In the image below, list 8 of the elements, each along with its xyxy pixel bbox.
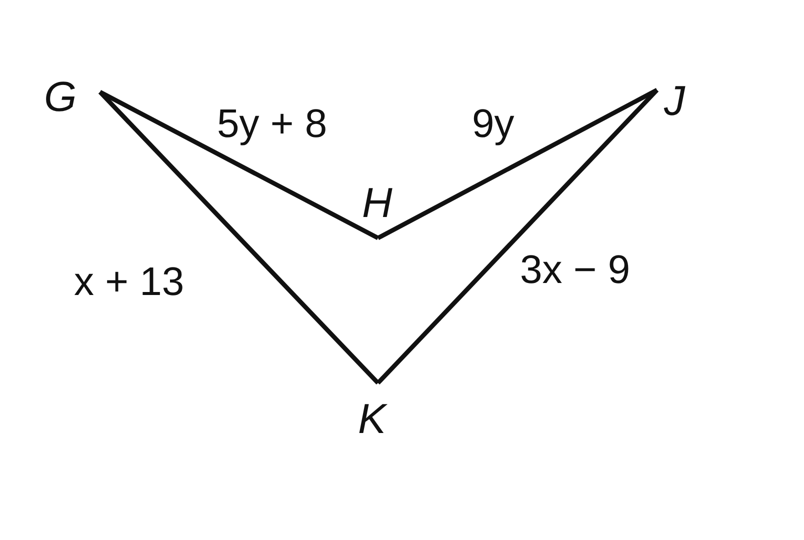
vertex-label: H [362,182,392,224]
line-segment [98,90,380,385]
vertex-label: K [358,398,386,440]
line-segment [98,90,380,240]
vertex-label: J [664,80,685,122]
vertex-label: G [44,76,77,118]
line-segment [376,88,659,385]
line-segment [376,88,658,240]
